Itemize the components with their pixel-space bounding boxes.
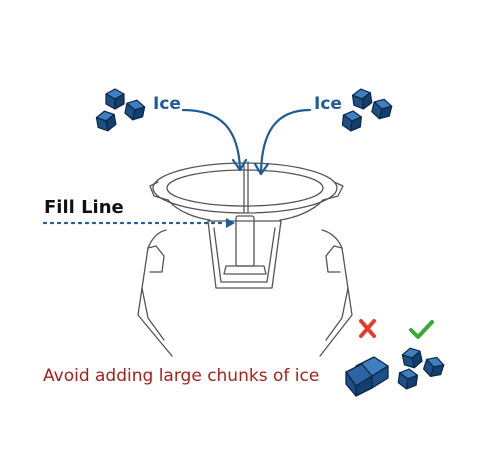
fill-line-pointer bbox=[42, 218, 235, 228]
check-mark-icon bbox=[409, 320, 434, 339]
ice-arrow-left bbox=[181, 108, 248, 172]
blender-jar-outline bbox=[137, 161, 353, 357]
large-ice-chunk bbox=[345, 356, 389, 397]
ice-cubes-top-right bbox=[341, 87, 394, 133]
ice-label-left: Ice bbox=[153, 94, 181, 114]
small-ice-cubes bbox=[396, 345, 446, 391]
ice-label-right: Ice bbox=[314, 94, 342, 114]
ice-arrow-right bbox=[253, 108, 312, 176]
warning-text: Avoid adding large chunks of ice bbox=[43, 366, 320, 386]
ice-cubes-top-left bbox=[94, 88, 147, 133]
fill-line-label: Fill Line bbox=[44, 197, 124, 218]
cross-mark-icon bbox=[359, 319, 376, 338]
